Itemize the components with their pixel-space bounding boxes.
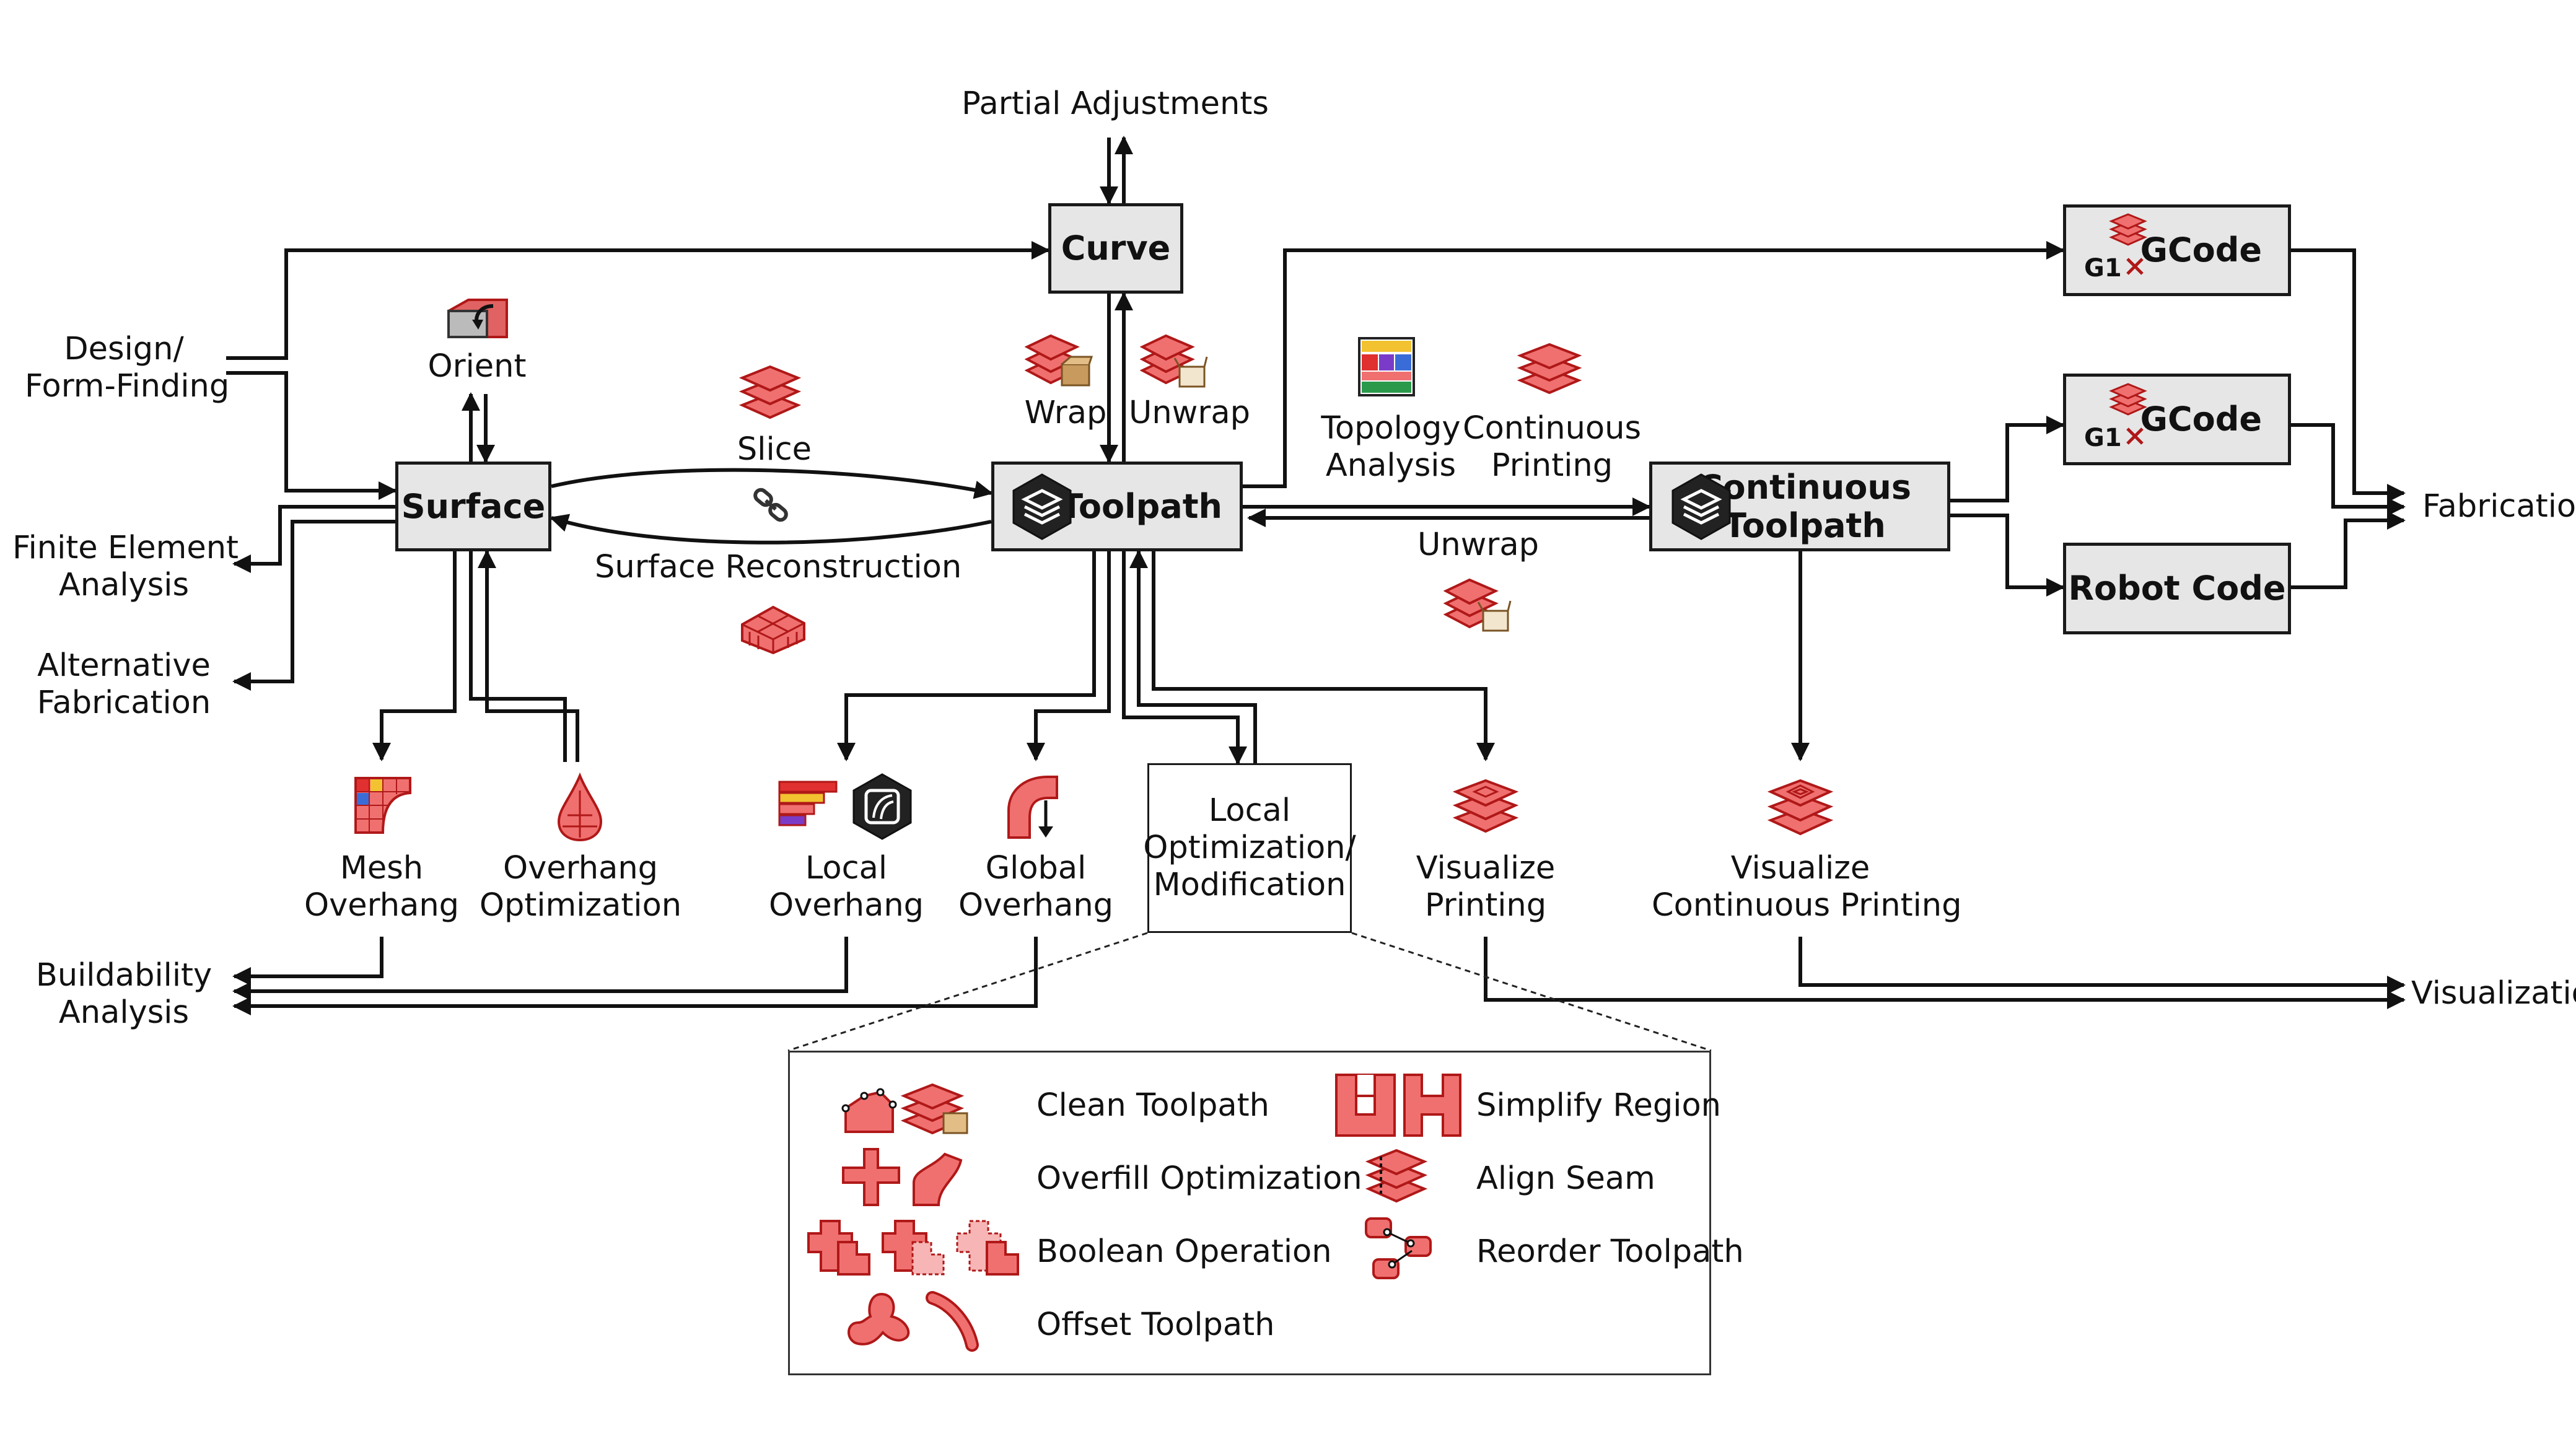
gcode-node-2-label: GCode [2140,400,2262,439]
curve-node[interactable]: Curve [1048,203,1183,294]
visualize-printing-label: Visualize Printing [1416,850,1556,924]
mesh-overhang-icon [354,777,411,834]
orient-icon [447,299,508,338]
unwrap-top-label: Unwrap [1129,395,1250,431]
gcode-node-2[interactable]: GCode [2063,374,2291,465]
surface-node[interactable]: Surface [395,462,551,551]
surface-reconstruction-icon [741,605,805,655]
gcode-node-1-label: GCode [2140,230,2262,269]
buildability-label: Buildability Analysis [35,957,212,1031]
clean-toolpath-icon [841,1083,968,1135]
legend-panel: Clean Toolpath Overfill Optimization Boo… [788,1051,1744,1375]
legend-label-boolean-operation: Boolean Operation [1036,1233,1332,1270]
global-overhang-label: Global Overhang [958,850,1114,924]
simplify-region-icon [1335,1074,1461,1137]
local-overhang-hex-icon [852,773,912,840]
local-optimization-label: Local Optimization/ Modification [1143,792,1356,903]
offset-toolpath-icon [848,1291,979,1352]
robot-code-node-label: Robot Code [2068,569,2286,608]
legend-label-offset-toolpath: Offset Toolpath [1036,1307,1275,1343]
local-overhang-color-icon [778,781,838,826]
gcode-node-1[interactable]: GCode [2063,204,2291,296]
overfill-optimization-icon [842,1148,963,1206]
reorder-toolpath-icon [1365,1217,1432,1279]
mesh-overhang-label: Mesh Overhang [304,850,460,924]
visualize-printing-icon [1452,779,1519,833]
robot-code-node[interactable]: Robot Code [2063,543,2291,634]
link-icon [753,488,788,522]
gcode-x-icon-2 [2126,427,2144,445]
topology-analysis-icon [1358,337,1415,396]
legend-label-clean-toolpath: Clean Toolpath [1036,1087,1269,1124]
alt-fab-label: Alternative Fabrication [37,647,211,721]
align-seam-icon [1365,1149,1428,1203]
visualize-continuous-icon [1767,779,1834,836]
legend-label-overfill-optimization: Overfill Optimization [1036,1160,1362,1197]
topology-analysis-label: Topology Analysis [1321,410,1461,484]
curve-node-label: Curve [1061,229,1171,268]
visualization-label: Visualization [2411,975,2576,1012]
slice-icon [738,365,802,419]
slice-label: Slice [737,431,812,468]
toolpath-node[interactable]: Toolpath [991,462,1243,551]
toolpath-node-label: Toolpath [1060,486,1222,526]
partial-adjustments-label: Partial Adjustments [962,85,1269,122]
unwrap-right-icon [1444,578,1512,632]
surface-reconstruction-label: Surface Reconstruction [595,549,962,585]
g1-label-1: G1 [2084,254,2122,282]
gcode-layers-icon-2 [2109,383,2147,416]
legend-label-simplify-region: Simplify Region [1476,1087,1721,1124]
gcode-x-icon-1 [2126,258,2144,275]
gcode-layers-icon-1 [2109,213,2147,246]
local-overhang-label: Local Overhang [768,850,924,924]
toolpath-hex-icon [1012,473,1072,540]
continuous-printing-icon [1517,343,1582,395]
unwrap-right-label: Unwrap [1417,527,1539,563]
legend-label-align-seam: Align Seam [1476,1160,1655,1197]
boolean-operation-icon [807,1220,1019,1276]
wrap-label: Wrap [1024,395,1107,431]
design-label: Design/ Form-Finding [25,331,230,405]
visualize-continuous-label: Visualize Continuous Printing [1652,850,1962,924]
global-overhang-icon [1007,776,1058,839]
unwrap-top-icon [1140,334,1208,388]
fea-label: Finite Element Analysis [12,530,239,603]
overhang-optimization-icon [557,772,603,842]
overhang-optimization-label: Overhang Optimization [479,850,682,924]
orient-label: Orient [427,348,527,385]
legend-label-reorder-toolpath: Reorder Toolpath [1476,1233,1744,1270]
surface-node-label: Surface [401,486,546,526]
continuous-toolpath-hex-icon [1671,473,1731,540]
fabrication-label: Fabrication [2422,488,2576,525]
local-optimization-box[interactable]: Local Optimization/ Modification [1143,763,1356,933]
wrap-icon [1025,334,1093,387]
continuous-printing-label: Continuous Printing [1462,410,1642,484]
continuous-toolpath-node-label: Continuous Toolpath [1698,467,1911,545]
g1-label-2: G1 [2084,424,2122,452]
